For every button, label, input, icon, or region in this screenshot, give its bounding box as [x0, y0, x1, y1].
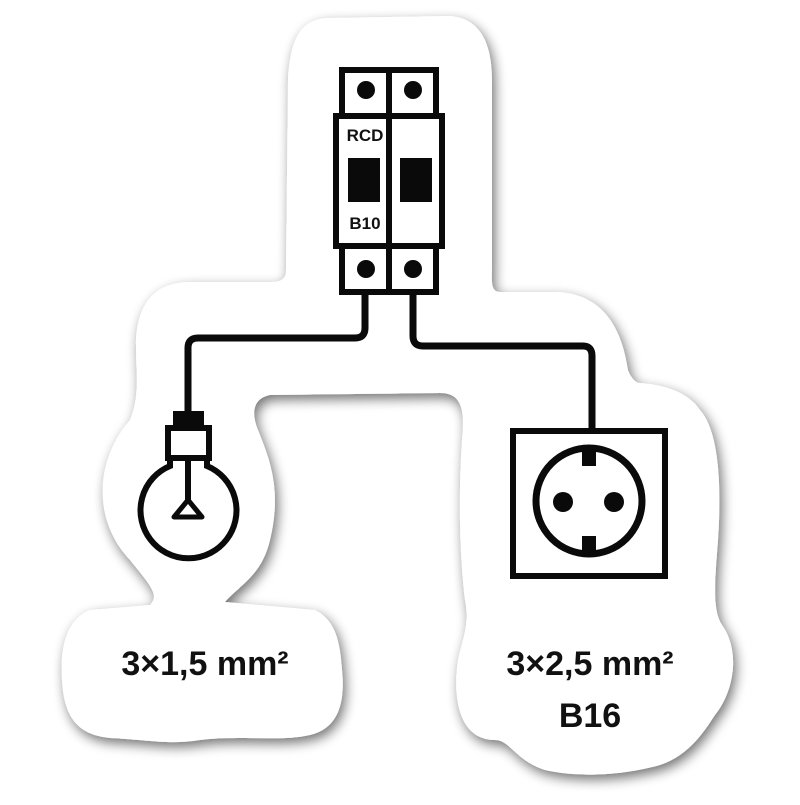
socket-breaker-label: B16	[558, 697, 622, 735]
sticker-shape	[61, 16, 734, 775]
toggle-left-icon	[348, 158, 380, 202]
terminal-bottom-left-icon	[357, 260, 375, 278]
socket-cable-label: 3×2,5 mm²	[506, 645, 674, 683]
breaker-label-rcd: RCD	[346, 126, 384, 145]
wire-to-lamp	[184, 292, 369, 412]
light-bulb-icon	[137, 411, 240, 562]
lamp-cable-label: 3×1,5 mm²	[121, 645, 289, 683]
wire-to-socket	[409, 292, 596, 428]
breaker-label-rating: B10	[349, 214, 381, 233]
terminal-bottom-right-icon	[404, 260, 422, 278]
schuko-socket-icon	[510, 428, 668, 579]
terminal-top-right-icon	[404, 81, 422, 99]
breaker-terminals	[348, 81, 432, 278]
wires	[184, 292, 596, 428]
terminal-top-left-icon	[357, 81, 375, 99]
toggle-right-icon	[400, 158, 432, 202]
